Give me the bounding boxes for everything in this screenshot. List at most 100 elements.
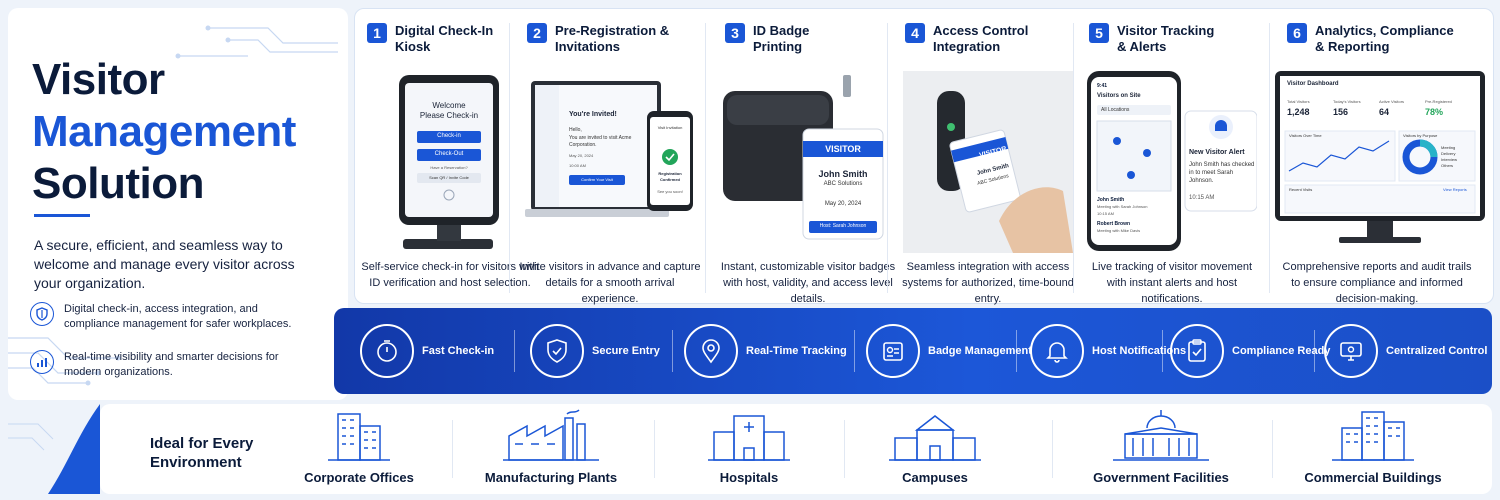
step-header: 5 Visitor Tracking & Alerts [1089,23,1227,55]
kiosk-welcome: Welcome [432,101,466,110]
legend-item: Meeting [1441,145,1456,150]
kpi-value: 78% [1425,107,1444,117]
step-number: 1 [367,23,387,43]
environment-divider [1272,420,1273,478]
feature-divider [672,330,673,372]
step-title: Analytics, Compliance & Reporting [1315,23,1454,54]
environment-label: Hospitals [719,470,779,485]
stopwatch-icon [360,324,414,378]
invite-heading: You're Invited! [569,111,617,118]
chart-legend: Meeting Delivery Interview Others [1441,145,1457,169]
step-description: Live tracking of visitor movement with i… [1091,261,1253,305]
step-title: ID Badge Printing [753,23,810,54]
legend-item: Others [1441,163,1454,168]
table-title: Recent Visits [1289,187,1313,192]
invite-date: May 20, 2024 [569,153,594,158]
bell-icon [1030,324,1084,378]
chart-title: Visitors Over Time [1289,133,1322,138]
phone-clock: 9:41 [1097,83,1108,89]
analytics-icon [30,350,54,374]
hero-title: Visitor Management Solution [32,54,296,210]
tracking-header: Visitors on Site [1097,93,1141,99]
feature-label: Secure Entry [592,345,660,357]
step-title: Access Control Integration [933,23,1029,54]
step-divider [887,23,888,293]
kpi-value: 1,248 [1287,107,1310,117]
feature-label: Centralized Control [1386,345,1488,357]
alert-time: 10:15 AM [1189,195,1215,201]
kiosk-checkout-button[interactable]: Check-Out [434,151,464,157]
environment-government: Government Facilities [1076,408,1246,492]
chart-title: Visitors by Purpose [1403,133,1438,138]
step-header: 3 ID Badge Printing [725,23,853,55]
confirm-visit-button[interactable]: Confirm Your Visit [581,177,613,182]
features-band: Fast Check-in Secure Entry Real-Time Tra… [334,308,1492,394]
feature-host-notifications: Host Notifications [1030,323,1186,379]
hero-description: A secure, efficient, and seamless way to… [34,237,295,291]
visitor-entry-name: Robert Brown [1097,221,1131,227]
location-filter-dropdown[interactable]: All Locations [1101,107,1130,113]
step-badge-printing: 3 ID Badge Printing VISITOR John Smith A… [713,9,903,305]
shield-check-icon [530,324,584,378]
phone-registration-status: Registration Confirmed [658,171,682,182]
badge-printer-illustration: VISITOR John Smith ABC Solutions May 20,… [723,71,893,253]
step-title: Visitor Tracking & Alerts [1117,23,1215,54]
step-header: 1 Digital Check-In Kiosk [367,23,505,55]
visitor-entry-detail: Meeting with Sarah Johnson [1097,204,1148,209]
hero-divider [34,214,90,217]
dashboard-title: Visitor Dashboard [1287,81,1339,87]
legend-item: Interview [1441,157,1458,162]
step-analytics: 6 Analytics, Compliance & Reporting Visi… [1275,9,1485,305]
step-visitor-tracking: 5 Visitor Tracking & Alerts 9:41 Visitor… [1077,9,1267,305]
invite-time: 10:00 AM [569,163,586,168]
step-description: Comprehensive reports and audit trails t… [1282,261,1472,305]
environment-campuses: Campuses [850,408,1020,492]
hero-bullet-text: Digital check-in, access integration, an… [64,303,292,330]
view-reports-link[interactable]: View Reports [1443,187,1467,192]
step-pre-registration: 2 Pre-Registration & Invitations You're … [515,9,705,305]
step-number: 2 [527,23,547,43]
environment-divider [452,420,453,478]
step-description: Invite visitors in advance and capture d… [519,261,701,305]
environments-panel [100,404,1492,494]
visitor-entry-detail: Meeting with Mike Davis [1097,228,1141,233]
kiosk-checkin-button[interactable]: Check-in [437,133,461,139]
hero-bullet-visibility: Real-time visibility and smarter decisio… [30,350,314,380]
kpi-label: Active Visitors [1379,99,1405,104]
feature-divider [1016,330,1017,372]
environment-label: Government Facilities [1093,470,1229,485]
feature-divider [514,330,515,372]
step-title: Pre-Registration & Invitations [555,23,670,54]
environment-label: Commercial Buildings [1304,470,1442,485]
steps-panel: 1 Digital Check-In Kiosk Welcome Please … [354,8,1494,305]
kiosk-please: Please Check-in [419,111,479,120]
hero-title-line3: Solution [32,159,204,208]
feature-real-time-tracking: Real-Time Tracking [684,323,847,379]
feature-divider [1162,330,1163,372]
kiosk-scan-button[interactable]: Scan QR / Invite Code [429,175,469,180]
alert-title: New Visitor Alert [1189,149,1245,156]
feature-compliance-ready: Compliance Ready [1170,323,1330,379]
location-pin-icon [684,324,738,378]
hero-panel [8,8,348,400]
step-number: 6 [1287,23,1307,43]
environment-label: Campuses [902,470,968,485]
environment-label: Manufacturing Plants [484,470,618,485]
hero-bullet-text: Real-time visibility and smarter decisio… [64,351,279,378]
circuit-decoration [8,25,338,386]
monitor-icon [1324,324,1378,378]
environment-manufacturing: Manufacturing Plants [466,408,636,492]
environment-label: Corporate Offices [304,470,414,485]
id-badge-icon [866,324,920,378]
invite-body: You are invited to visit Acme Corporatio… [569,135,632,148]
factory-icon [503,409,599,461]
step-divider [509,23,510,293]
phone-footer: See you soon! [657,189,683,194]
environment-divider [844,420,845,478]
kpi-value: 64 [1379,107,1390,117]
invite-hello: Hello, [569,127,582,133]
kpi-value: 156 [1333,107,1349,117]
environment-hospitals: Hospitals [664,408,834,492]
badge-date: May 20, 2024 [824,201,862,207]
commercial-building-icon [1332,411,1414,461]
